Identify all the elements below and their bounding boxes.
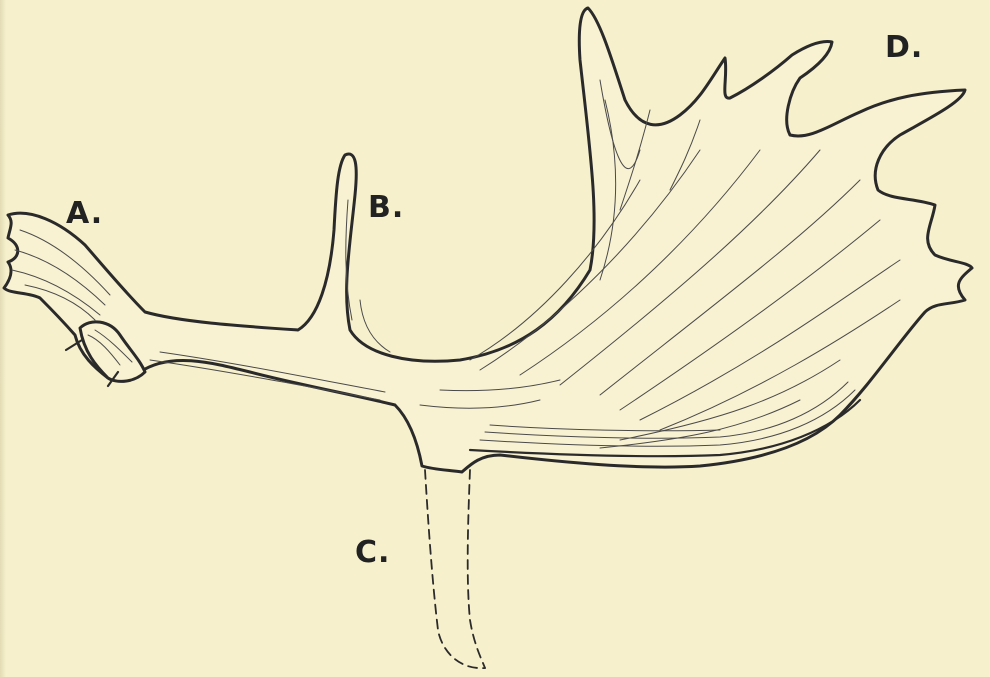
label-a: A. [66, 196, 103, 231]
dashed-tine [425, 470, 485, 668]
label-b: B. [368, 190, 404, 225]
antler-outline [4, 8, 972, 472]
label-d: D. [885, 30, 923, 65]
label-c: C. [355, 535, 390, 570]
